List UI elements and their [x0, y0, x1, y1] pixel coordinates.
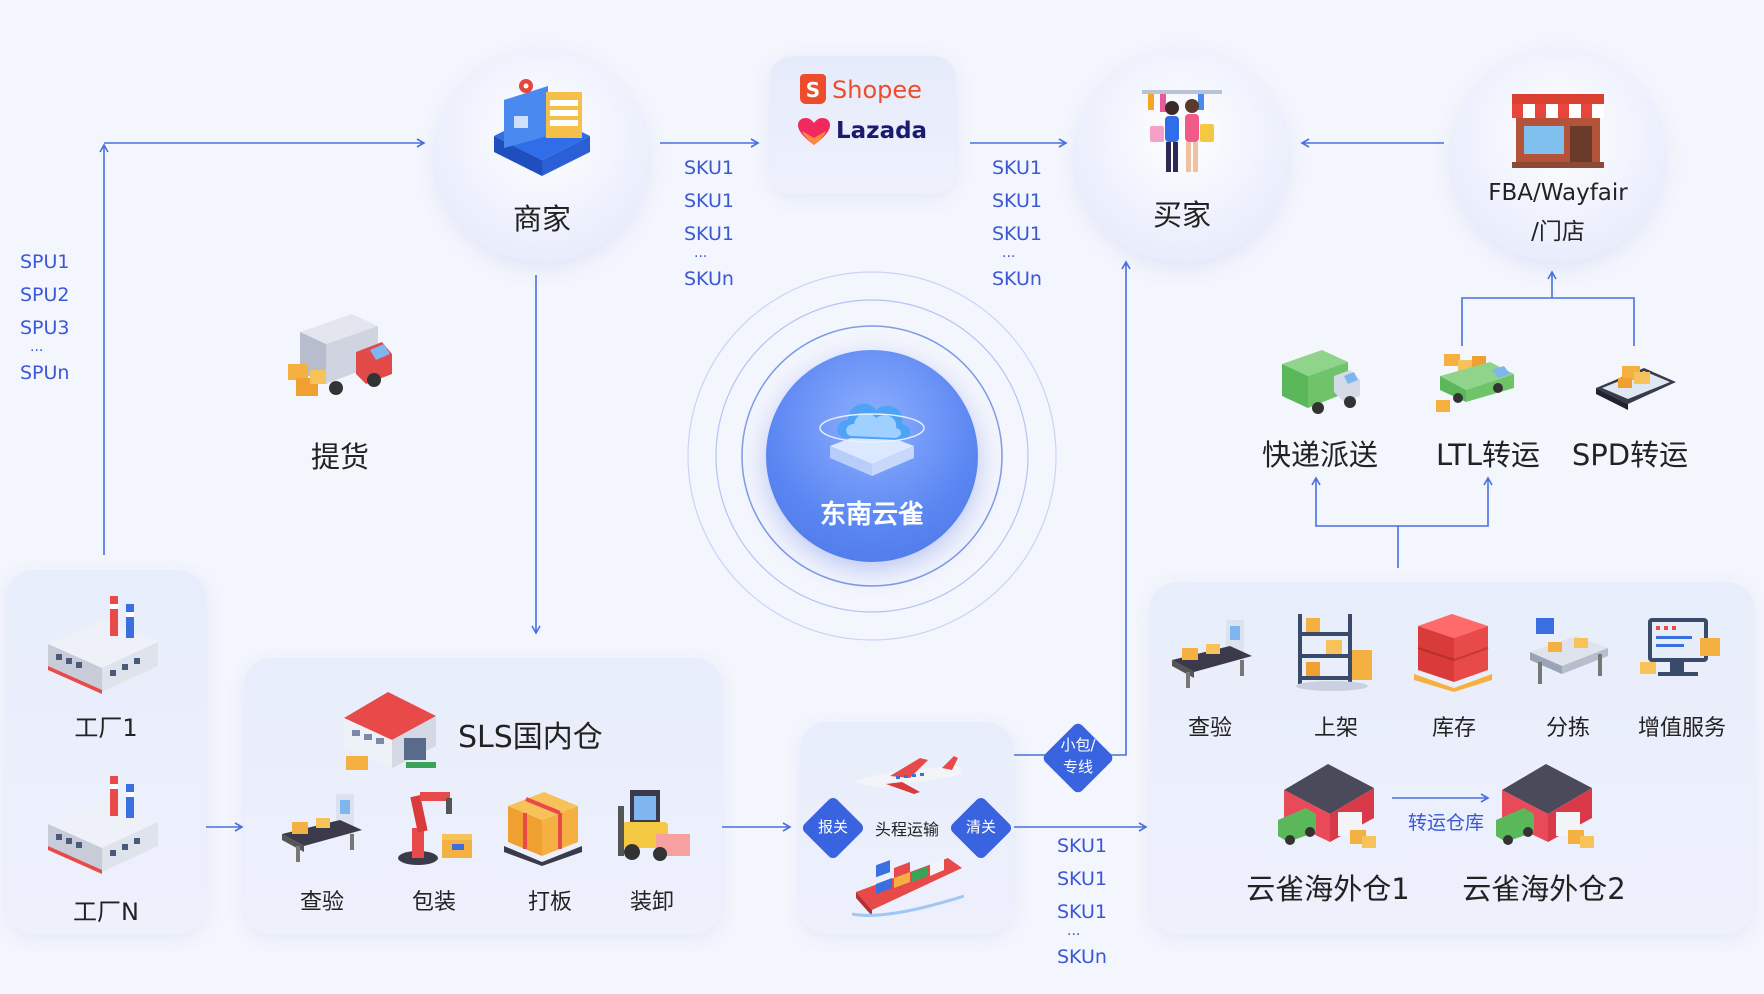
inspection-conveyor-icon [1172, 620, 1252, 688]
forklift-icon [618, 790, 690, 861]
ltl-truck-icon [1436, 354, 1514, 412]
center-logo-node: 东南云雀 [766, 350, 978, 562]
overseas2-label: 云雀海外仓2 [1462, 872, 1626, 906]
shoppers-icon [1142, 90, 1222, 172]
sku-item: SKU1 [684, 223, 735, 245]
merchant-node: 商家 [436, 50, 648, 262]
overseas-step-label: 查验 [1187, 716, 1232, 741]
pickup-label: 提货 [310, 440, 369, 474]
arrow-overseas-to-delivery [1311, 476, 1399, 568]
factoryN-label: 工厂N [73, 898, 139, 926]
sku-ellipsis: ··· [694, 249, 708, 265]
customs-export-label: 报关 [817, 818, 848, 836]
cloud-icon [819, 403, 925, 476]
overseas-warehouse-panel: 查验 上架 库存 分拣 增值服务 [1150, 582, 1754, 934]
sku-item: SKU1 [992, 157, 1043, 179]
storefront-icon [1512, 94, 1604, 168]
buyer-label: 买家 [1152, 198, 1211, 232]
fba-label-line2: /门店 [1531, 219, 1585, 245]
spu-item: SPU3 [20, 317, 70, 339]
spu-ellipsis: ··· [30, 343, 44, 359]
sls-title: SLS国内仓 [458, 720, 603, 755]
sku-item: SKU1 [1057, 868, 1108, 890]
sku-item: SKU1 [992, 223, 1043, 245]
sku-item: SKU1 [1057, 835, 1108, 857]
lazada-label: Lazada [836, 118, 928, 144]
warehouse-icon [344, 692, 436, 770]
merchant-label: 商家 [512, 202, 571, 236]
sku-item: SKU1 [992, 190, 1043, 212]
sku-item: SKUn [684, 268, 734, 290]
spu-list: SPU1 SPU2 SPU3 ··· SPUn [20, 246, 70, 390]
sls-step-label: 装卸 [629, 890, 674, 915]
sls-step-label: 包装 [411, 890, 456, 915]
shopee-label: Shopee [832, 76, 922, 104]
shop-stall-icon [494, 79, 590, 176]
sku-item: SKU1 [1057, 901, 1108, 923]
value-added-service-icon [1640, 618, 1720, 676]
sku-item: SKUn [1057, 946, 1107, 968]
airplane-icon [854, 756, 962, 794]
factory-icon [48, 596, 158, 694]
customs-import-label: 清关 [965, 818, 996, 836]
overseas1-label: 云雀海外仓1 [1246, 872, 1410, 906]
spu-item: SPUn [20, 362, 70, 384]
sku-list-merchant-platform: SKU1 SKU1 SKU1 ··· SKUn [684, 152, 734, 296]
transfer-label: 转运仓库 [1407, 812, 1484, 834]
sku-item: SKUn [992, 268, 1042, 290]
arrow-delivery-to-fba [1461, 297, 1635, 346]
sku-list-transport-overseas: SKU1 SKU1 SKU1 ··· SKUn [1057, 830, 1107, 974]
fba-store-node: FBA/Wayfair /门店 [1452, 50, 1664, 262]
transport-label: 头程运输 [874, 820, 939, 839]
small-parcel-label-line2: 专线 [1062, 758, 1093, 776]
sku-item: SKU1 [684, 190, 735, 212]
sorting-machine-icon [1530, 618, 1608, 684]
overseas-step-label: 上架 [1313, 716, 1358, 741]
overseas-warehouse-icon [1278, 764, 1376, 848]
overseas-warehouse-icon [1496, 764, 1594, 848]
sls-warehouse-panel: SLS国内仓 查验 包装 打板 装卸 [244, 658, 722, 934]
delivery-van-icon [1282, 350, 1360, 414]
lazada-heart-icon [798, 118, 830, 145]
factory-panel: 工厂1 工厂N [6, 570, 206, 934]
fba-label-line1: FBA/Wayfair [1488, 180, 1628, 206]
sku-ellipsis: ··· [1067, 927, 1081, 943]
sku-ellipsis: ··· [1002, 249, 1016, 265]
cargo-ship-icon [852, 858, 964, 917]
shelving-icon [1296, 614, 1372, 691]
arrow-smallparcel-to-buyer [1014, 260, 1131, 756]
shopee-logo-icon: S [800, 74, 826, 104]
spu-item: SPU2 [20, 284, 70, 306]
overseas-step-label: 增值服务 [1637, 716, 1726, 741]
overseas-step-label: 库存 [1431, 716, 1476, 741]
sls-step-label: 查验 [299, 890, 344, 915]
factory1-label: 工厂1 [74, 714, 138, 742]
pallet-boxes-icon [504, 792, 582, 866]
ltl-label: LTL转运 [1435, 438, 1541, 472]
center-label: 东南云雀 [819, 500, 924, 530]
buyer-node: 买家 [1076, 50, 1288, 262]
small-parcel-label-line1: 小包/ [1060, 736, 1096, 754]
sls-step-label: 打板 [527, 890, 572, 915]
factory-icon [48, 776, 158, 874]
overseas-step-label: 分拣 [1545, 716, 1590, 741]
express-label: 快递派送 [1261, 438, 1378, 472]
platform-box: S Shopee Lazada [770, 56, 956, 194]
sku-list-platform-buyer: SKU1 SKU1 SKU1 ··· SKUn [992, 152, 1042, 296]
packing-robot-arm-icon [398, 792, 472, 865]
sku-item: SKU1 [684, 157, 735, 179]
pickup-truck-icon [288, 314, 392, 396]
inventory-boxes-icon [1414, 614, 1492, 692]
spd-label: SPD转运 [1571, 438, 1689, 472]
spd-phone-icon [1596, 366, 1676, 410]
inspection-conveyor-icon [282, 794, 362, 862]
spu-item: SPU1 [20, 251, 70, 273]
